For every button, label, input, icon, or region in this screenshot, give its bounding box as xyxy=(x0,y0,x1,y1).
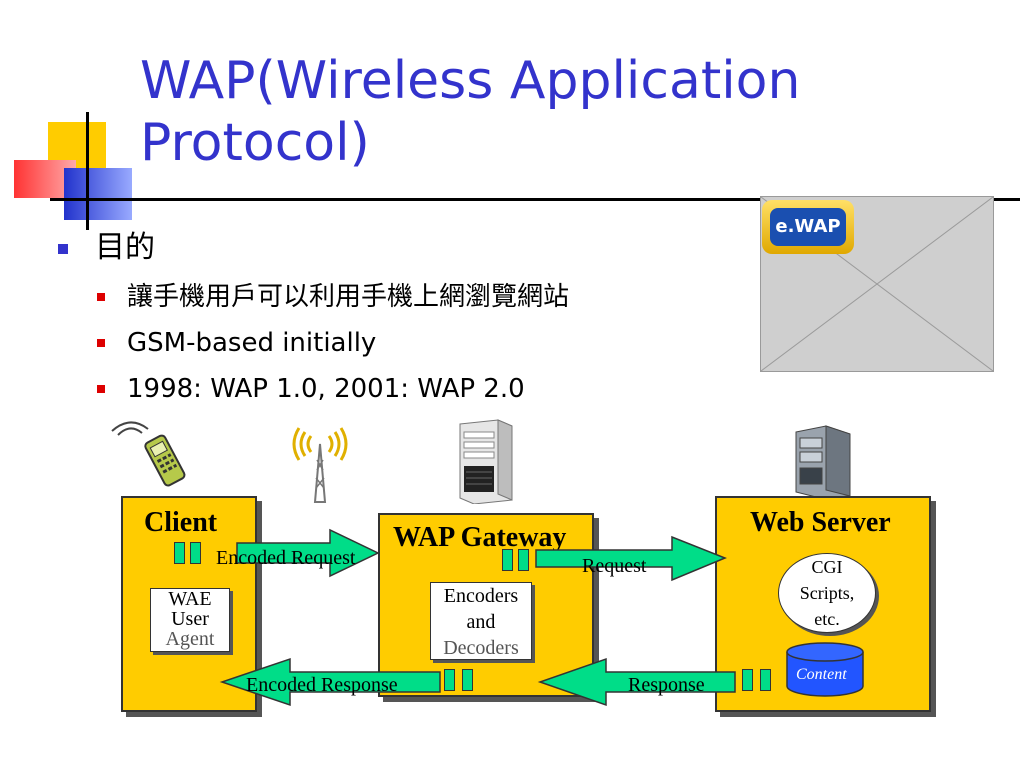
packet-icon xyxy=(502,549,513,571)
encoded-response-label: Encoded Response xyxy=(246,674,398,697)
packet-icon xyxy=(760,669,771,691)
response-label: Response xyxy=(628,674,705,697)
packet-icon xyxy=(190,542,201,564)
encoded-request-label: Encoded Request xyxy=(216,547,355,570)
request-label: Request xyxy=(582,555,646,578)
packet-icon xyxy=(174,542,185,564)
packet-icon xyxy=(742,669,753,691)
packet-icon xyxy=(462,669,473,691)
packet-icon xyxy=(518,549,529,571)
packet-icon xyxy=(444,669,455,691)
